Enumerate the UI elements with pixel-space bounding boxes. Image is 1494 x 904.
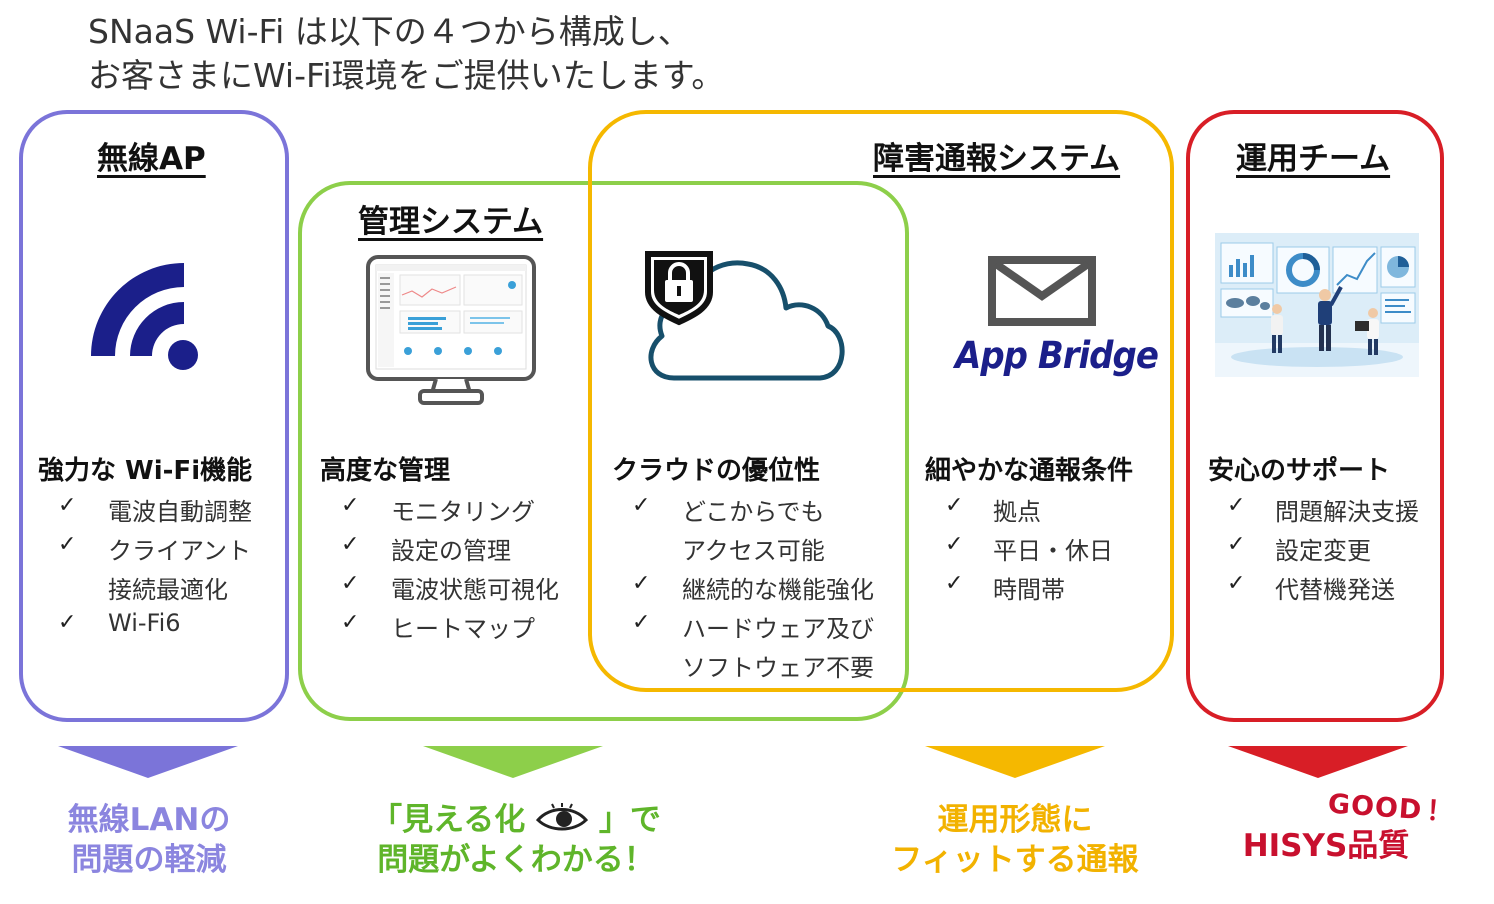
alert-arrow-down <box>925 746 1105 778</box>
wifi-icon <box>91 263 198 370</box>
list-item: 設定の管理 <box>391 537 511 565</box>
check-icon: ✓ <box>341 610 360 635</box>
mgmt-group-outline <box>298 181 909 721</box>
list-item: 接続最適化 <box>108 576 228 604</box>
mgmt-title: 管理システム <box>358 204 544 240</box>
check-icon: ✓ <box>945 571 964 596</box>
mgmt-arrow-down <box>423 746 603 778</box>
check-icon: ✓ <box>1227 571 1246 596</box>
check-icon: ✓ <box>945 493 964 518</box>
check-icon: ✓ <box>341 493 360 518</box>
team-dashboard-illustration <box>1215 233 1419 377</box>
list-item: 継続的な機能強化 <box>682 576 874 604</box>
list-item: 設定変更 <box>1275 537 1371 565</box>
alert-feature: 細やかな通報条件 <box>925 456 1134 486</box>
app-bridge-logo: App Bridge <box>955 334 1159 378</box>
mgmt-result: 「見える化 」で 問題がよくわかる！ <box>356 800 676 880</box>
intro-line-2: お客さまにWi-Fi環境をご提供いたします。 <box>88 56 725 95</box>
list-item: Wi-Fi6 <box>108 609 181 637</box>
check-icon: ✓ <box>632 493 651 518</box>
list-item: クライアント <box>108 537 252 565</box>
list-item: 電波状態可視化 <box>391 576 559 604</box>
list-item: ソフトウェア不要 <box>682 654 874 682</box>
ap-group-outline <box>19 110 289 722</box>
intro-line-1: SNaaS Wi-Fi は以下の４つから構成し、 <box>88 12 691 51</box>
list-item: どこからでも <box>682 498 825 526</box>
list-item: ハードウェア及び <box>682 615 874 643</box>
list-item: 電波自動調整 <box>108 498 252 526</box>
ap-result-line-1: 無線LANの <box>67 802 231 838</box>
ap-arrow-down <box>58 746 238 778</box>
mgmt-feature: 高度な管理 <box>320 456 451 486</box>
ops-title: 運用チーム <box>1236 141 1391 177</box>
good-mark: ！ <box>1425 795 1456 829</box>
good-text: GOOD <box>1326 788 1424 827</box>
check-icon: ✓ <box>632 571 651 596</box>
check-icon: ✓ <box>58 493 77 518</box>
monitor-dashboard-icon <box>366 255 536 405</box>
mgmt-result-line-1: 「見える化 」で <box>356 800 676 840</box>
good-badge: GOOD！ <box>1327 782 1456 830</box>
list-item: 拠点 <box>993 498 1041 526</box>
mgmt-result-text-b: 」で <box>598 802 661 838</box>
ap-result-line-2: 問題の軽減 <box>71 842 227 878</box>
ap-result: 無線LANの 問題の軽減 <box>38 800 260 880</box>
ops-group-outline <box>1186 110 1444 722</box>
list-item: 時間帯 <box>993 576 1065 604</box>
check-icon: ✓ <box>341 571 360 596</box>
list-item: 問題解決支援 <box>1275 498 1419 526</box>
ops-feature: 安心のサポート <box>1208 456 1391 486</box>
ops-arrow-down <box>1228 746 1408 778</box>
mgmt-result-text-a: 「見える化 <box>371 802 526 838</box>
intro-text: SNaaS Wi-Fi は以下の４つから構成し、 お客さまにWi-Fi環境をご提… <box>88 10 724 98</box>
alert-result: 運用形態に フィットする通報 <box>872 800 1158 880</box>
check-icon: ✓ <box>632 610 651 635</box>
alert-title: 障害通報システム <box>873 141 1121 177</box>
ap-feature: 強力な Wi-Fi機能 <box>38 456 253 486</box>
check-icon: ✓ <box>58 532 77 557</box>
list-item: ヒートマップ <box>391 615 535 643</box>
alert-result-line-1: 運用形態に <box>937 802 1093 838</box>
list-item: モニタリング <box>391 498 535 526</box>
check-icon: ✓ <box>341 532 360 557</box>
eye-icon <box>535 803 589 831</box>
mail-icon <box>988 256 1096 326</box>
check-icon: ✓ <box>1227 493 1246 518</box>
list-item: アクセス可能 <box>682 537 825 565</box>
check-icon: ✓ <box>58 610 77 635</box>
ops-result: HISYS品質 <box>1242 828 1410 864</box>
mgmt-result-line-2: 問題がよくわかる！ <box>377 842 655 878</box>
cloud-feature: クラウドの優位性 <box>612 456 821 486</box>
check-icon: ✓ <box>945 532 964 557</box>
alert-group-outline <box>588 110 1174 692</box>
list-item: 代替機発送 <box>1275 576 1395 604</box>
alert-result-line-2: フィットする通報 <box>891 842 1139 878</box>
check-icon: ✓ <box>1227 532 1246 557</box>
list-item: 平日・休日 <box>993 537 1113 565</box>
ap-title: 無線AP <box>97 141 206 177</box>
cloud-lock-icon <box>645 251 845 381</box>
